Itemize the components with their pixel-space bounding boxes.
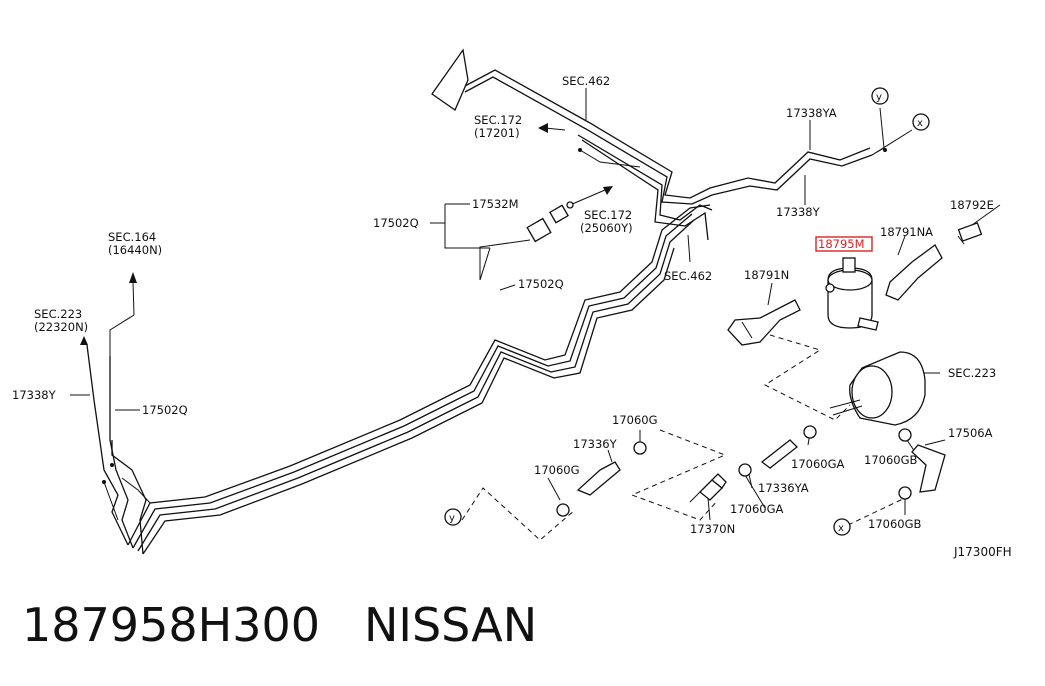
fitting-18792E bbox=[957, 222, 983, 245]
marker-y-top: y bbox=[876, 92, 882, 103]
diagram-code: J17300FH bbox=[953, 545, 1012, 559]
label-18792E: 18792E bbox=[950, 198, 994, 212]
highlight-box-18795M bbox=[815, 236, 873, 252]
part-labels: SEC.462 SEC.172 (17201) 17338YA 17338Y 1… bbox=[12, 74, 1012, 559]
marker-x-top: x bbox=[917, 118, 923, 129]
label-17060GB-bottom: 17060GB bbox=[868, 517, 921, 531]
main-pipe-bundle bbox=[127, 204, 711, 555]
label-17336Y: 17336Y bbox=[573, 437, 618, 451]
canister-18795M bbox=[825, 257, 879, 331]
label-sec223-left-line2: (22320N) bbox=[34, 320, 88, 334]
label-17060G-left: 17060G bbox=[534, 463, 580, 477]
label-17502Q-b: 17502Q bbox=[518, 277, 564, 291]
label-17338YA: 17338YA bbox=[786, 106, 837, 120]
small-hoses bbox=[576, 439, 946, 496]
label-18791N: 18791N bbox=[744, 268, 789, 282]
marker-x-bottom: x bbox=[838, 523, 844, 534]
label-sec172-b-line2: (25060Y) bbox=[580, 221, 633, 235]
label-sec462-top: SEC.462 bbox=[562, 74, 610, 88]
valve-17370N bbox=[689, 473, 727, 503]
label-17060GB-top: 17060GB bbox=[864, 453, 917, 467]
filler-pipe bbox=[431, 48, 913, 241]
label-18791NA: 18791NA bbox=[880, 225, 933, 239]
ref-markers: y x y x bbox=[444, 87, 930, 536]
label-17502Q-c: 17502Q bbox=[142, 403, 188, 417]
marker-y-bottom: y bbox=[449, 513, 455, 524]
part-number: 187958H300 bbox=[22, 598, 320, 652]
label-17506A: 17506A bbox=[948, 426, 993, 440]
hose-18791N bbox=[727, 299, 801, 346]
label-sec172-a-line2: (17201) bbox=[474, 126, 520, 140]
label-17370N: 17370N bbox=[690, 522, 735, 536]
label-sec172-a-line1: SEC.172 bbox=[474, 113, 522, 127]
canister-sec223 bbox=[829, 351, 926, 426]
hose-18791NA bbox=[885, 244, 943, 301]
label-sec223-right: SEC.223 bbox=[948, 366, 996, 380]
label-17502Q-a: 17502Q bbox=[373, 216, 419, 230]
brand-name: NISSAN bbox=[364, 598, 538, 652]
leader-lines bbox=[70, 88, 1001, 521]
part-number-caption: 187958H300 NISSAN bbox=[22, 598, 581, 652]
connector-17532M bbox=[479, 186, 613, 280]
label-17338Y-left: 17338Y bbox=[12, 388, 57, 402]
left-branch-lines bbox=[80, 272, 151, 555]
clamps bbox=[556, 425, 912, 517]
label-sec223-left-line1: SEC.223 bbox=[34, 307, 82, 321]
label-sec164-line1: SEC.164 bbox=[108, 230, 156, 244]
dashed-guides bbox=[461, 334, 906, 541]
label-17532M: 17532M bbox=[472, 197, 519, 211]
label-17338Y-right: 17338Y bbox=[776, 205, 821, 219]
label-17060G-top: 17060G bbox=[612, 413, 658, 427]
label-sec164-line2: (16440N) bbox=[108, 243, 162, 257]
label-sec172-b-line1: SEC.172 bbox=[584, 208, 632, 222]
label-sec462-mid: SEC.462 bbox=[664, 269, 712, 283]
label-17060GA-right: 17060GA bbox=[791, 457, 844, 471]
label-17060GA-bottom: 17060GA bbox=[730, 502, 783, 516]
label-17336YA: 17336YA bbox=[758, 481, 809, 495]
label-18795M: 18795M bbox=[818, 237, 865, 251]
